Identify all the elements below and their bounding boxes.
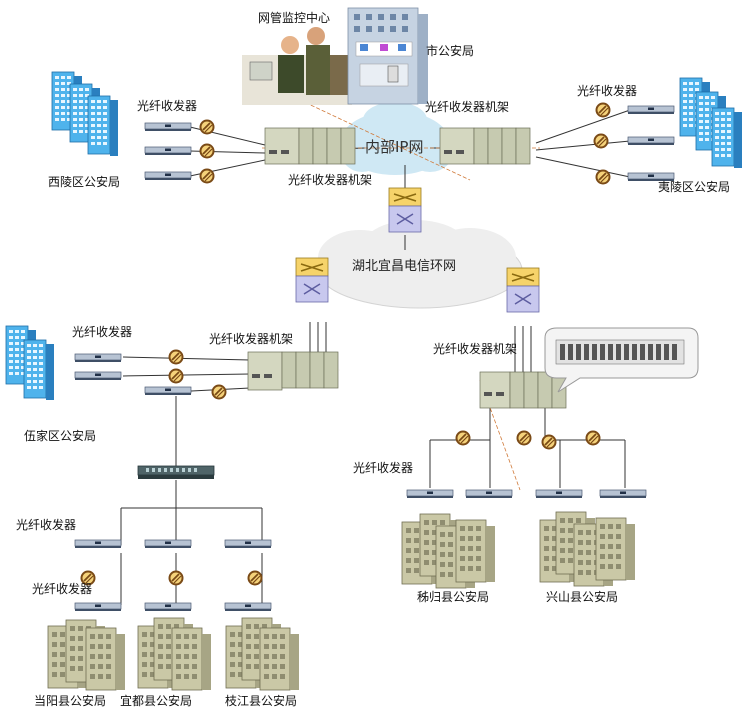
converter-icon-6 [594, 168, 612, 186]
router-east [506, 267, 540, 313]
label-city-bureau: 市公安局 [426, 44, 475, 58]
building-dangyang [47, 619, 126, 691]
transceiver-xiling-2 [144, 146, 192, 156]
transceiver-xingshan-2 [599, 489, 647, 499]
label-xingshan: 兴山县公安局 [546, 590, 619, 604]
converter-icon-11 [167, 569, 185, 587]
label-transceiver-wujia: 光纤收发器 [72, 325, 133, 339]
building-zhijiang [225, 617, 300, 691]
monitor-center-operators [242, 27, 352, 105]
transceiver-yiling-2 [627, 136, 675, 146]
transceiver-wujia-2 [74, 371, 122, 381]
transceiver-dangyang-top [74, 539, 122, 549]
transceiver-xingshan-1 [535, 489, 583, 499]
transceiver-yidu-top [144, 539, 192, 549]
label-rack-intranet-left: 光纤收发器机架 [288, 173, 373, 187]
label-zhijiang: 枝江县公安局 [225, 694, 298, 708]
transceiver-xiling-1 [144, 122, 192, 132]
label-transceiver-xiling: 光纤收发器 [137, 99, 198, 113]
transceiver-zigui-2 [465, 489, 513, 499]
label-transceiver-yiling: 光纤收发器 [577, 84, 638, 98]
label-zigui: 秭归县公安局 [417, 590, 490, 604]
converter-icon-2 [198, 142, 216, 160]
transceiver-zigui-1 [406, 489, 454, 499]
building-xiling [51, 71, 119, 157]
building-wujia [5, 325, 55, 401]
rack-callout [544, 327, 699, 393]
label-rack-wujia: 光纤收发器机架 [209, 332, 294, 346]
converter-icon-13 [454, 429, 472, 447]
converter-icon-8 [167, 367, 185, 385]
converter-icon-4 [594, 101, 612, 119]
router-center [388, 187, 422, 233]
label-rack-intranet-right: 光纤收发器机架 [425, 100, 510, 114]
transceiver-wujia-1 [74, 353, 122, 363]
router-west [295, 257, 329, 303]
label-transceiver-lower-bottom: 光纤收发器 [32, 582, 93, 596]
label-yidu: 宜都县公安局 [120, 694, 193, 708]
converter-icon-3 [198, 167, 216, 185]
label-transceiver-east: 光纤收发器 [353, 461, 414, 475]
connection-lines [120, 109, 631, 605]
label-monitor-center: 网管监控中心 [258, 11, 331, 25]
transceiver-zhijiang-bottom [224, 602, 272, 612]
building-xingshan [539, 511, 636, 587]
label-yiling: 夷陵区公安局 [658, 180, 731, 194]
converter-icon-1 [198, 118, 216, 136]
label-telecom-ring: 湖北宜昌电信环网 [352, 259, 457, 274]
rack-wujia [247, 351, 339, 391]
rack-intranet-left [264, 127, 356, 165]
transceiver-zhijiang-top [224, 539, 272, 549]
label-intranet-cloud: 内部IP网 [365, 138, 424, 156]
converter-icon-12 [246, 569, 264, 587]
converter-icon-7 [167, 348, 185, 366]
rack-east [479, 371, 567, 409]
transceiver-yidu-bottom [144, 602, 192, 612]
label-rack-east: 光纤收发器机架 [433, 342, 518, 356]
building-yidu [137, 617, 212, 691]
converter-icon-16 [584, 429, 602, 447]
label-transceiver-lower-top: 光纤收发器 [16, 518, 77, 532]
converter-icon-15 [540, 433, 558, 451]
converter-icon-5 [592, 132, 610, 150]
transceiver-yiling-1 [627, 105, 675, 115]
converter-icon-9 [210, 383, 228, 401]
city-bureau-building [347, 7, 428, 105]
rack-intranet-right [439, 127, 531, 165]
cloud-telecom-ring [317, 220, 523, 309]
transceiver-xiling-3 [144, 171, 192, 181]
building-zigui [401, 513, 496, 589]
label-dangyang: 当阳县公安局 [34, 694, 107, 708]
network-switch [137, 465, 215, 479]
converter-icon-14 [515, 429, 533, 447]
label-wujia: 伍家区公安局 [24, 429, 97, 443]
transceiver-dangyang-bottom [74, 602, 122, 612]
transceiver-wujia-3 [144, 386, 192, 396]
label-xiling: 西陵区公安局 [48, 175, 121, 189]
building-yiling [679, 77, 743, 169]
